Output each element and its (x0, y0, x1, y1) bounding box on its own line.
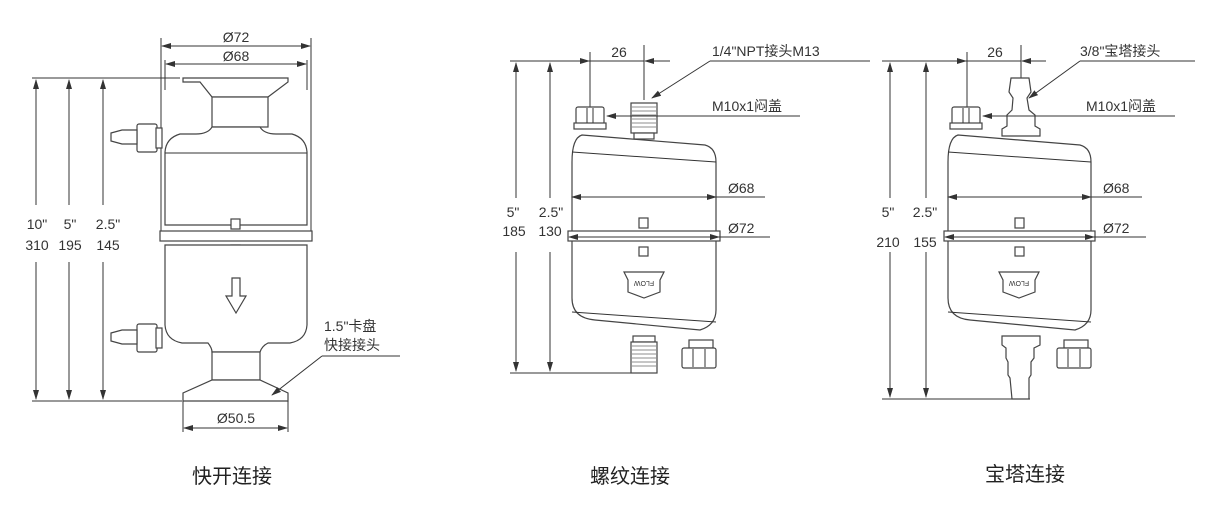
flow-logo: FLOW (623, 271, 665, 299)
height-inch-10: 10" (27, 216, 48, 232)
height-mm-145: 145 (96, 237, 120, 253)
height-inch-5: 5" (882, 204, 895, 220)
height-inch-2-5: 2.5" (913, 204, 937, 220)
height-mm-155: 155 (913, 234, 937, 250)
height-inch-5: 5" (507, 204, 520, 220)
offset-label: 26 (611, 44, 627, 60)
dia-outer-label: Ø72 (728, 220, 755, 236)
dia-inner-label: Ø68 (1103, 180, 1130, 196)
cap-label: M10x1闷盖 (1086, 98, 1156, 114)
height-mm-310: 310 (25, 237, 49, 253)
height-mm-130: 130 (538, 223, 562, 239)
dia-outer-label: Ø72 (1103, 220, 1130, 236)
dia-bottom-label: Ø50.5 (217, 410, 255, 426)
flow-logo: FLOW (998, 271, 1040, 299)
diagram-quick-open: Ø72 Ø68 10" 310 5" 195 2.5" 145 (25, 29, 400, 488)
clamp-callout-line2: 快接接头 (324, 337, 380, 353)
dia-inner-label: Ø68 (728, 180, 755, 196)
offset-label: 26 (987, 44, 1003, 60)
side-port-lower (110, 323, 163, 353)
svg-text:FLOW: FLOW (634, 279, 655, 286)
diagram-barb: 26 5" 210 2.5" 155 Ø68 Ø72 (876, 43, 1195, 486)
svg-text:FLOW: FLOW (1009, 279, 1030, 286)
height-mm-210: 210 (876, 234, 900, 250)
height-mm-185: 185 (502, 223, 526, 239)
cap-label: M10x1闷盖 (712, 98, 782, 114)
height-inch-2-5: 2.5" (539, 204, 563, 220)
clamp-callout-line1: 1.5"卡盘 (324, 318, 376, 334)
dia-inner-label: Ø68 (223, 48, 250, 64)
caption-threaded: 螺纹连接 (590, 464, 670, 488)
connector-label: 3/8"宝塔接头 (1080, 43, 1160, 59)
caption-barb: 宝塔连接 (985, 462, 1065, 486)
height-mm-195: 195 (58, 237, 82, 253)
diagram-threaded: 26 5" 185 2.5" 130 (502, 43, 870, 488)
height-inch-2-5: 2.5" (96, 216, 120, 232)
caption-quick-open: 快开连接 (192, 464, 272, 488)
side-port-upper (110, 123, 163, 153)
height-inch-5: 5" (64, 216, 77, 232)
connector-label: 1/4"NPT接头M13 (712, 43, 820, 59)
dia-outer-label: Ø72 (223, 29, 250, 45)
